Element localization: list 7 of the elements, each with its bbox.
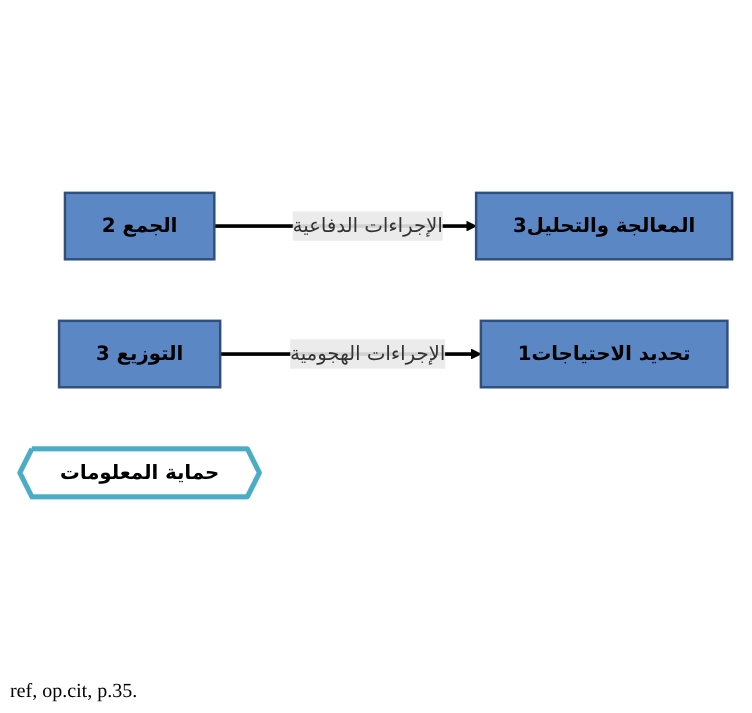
node-box: المعالجة والتحليل3 (474, 192, 734, 261)
source-note: ref, op.cit, p.35. (10, 680, 138, 703)
node-box: الجمع 2 (64, 192, 216, 261)
node-box: تحديد الاحتياجات1 (480, 320, 729, 389)
edge-label: الإجراءات الدفاعية (292, 214, 443, 238)
node-box: التوزيع 3 (58, 320, 222, 389)
edge-label: الإجراءات الهجومية (290, 342, 446, 366)
